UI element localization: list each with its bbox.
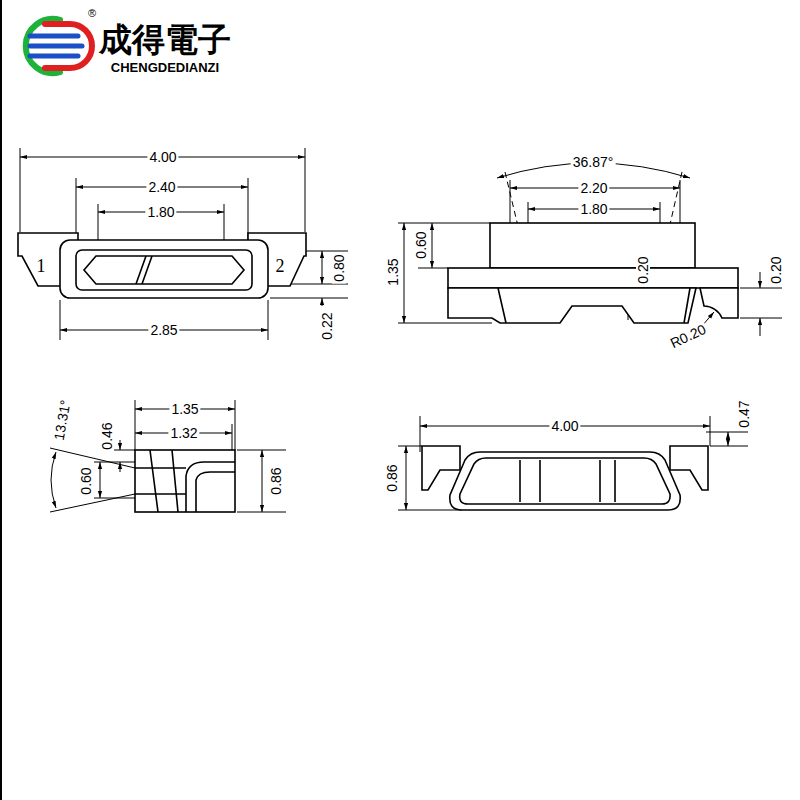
dimension-text: 2.40	[146, 180, 177, 194]
dimension-text: 0.20	[769, 254, 783, 285]
brand-name: 成得電子	[97, 23, 233, 56]
dimension-text: 0.86	[385, 462, 399, 493]
dimension-text: 1.35	[386, 256, 400, 287]
dimension-text: 1.80	[145, 205, 176, 219]
dimension-text: 1.80	[578, 202, 609, 216]
angle-text: 13.31°	[51, 397, 73, 443]
dimension-text: 0.80	[332, 252, 346, 283]
top-view	[18, 148, 348, 340]
pin-number: 1	[35, 257, 48, 275]
logo-icon	[26, 19, 92, 73]
pin-number: 2	[274, 257, 287, 275]
bottom-view	[398, 416, 748, 510]
dimension-text: 4.00	[147, 150, 178, 164]
dimension-text: 1.32	[168, 426, 199, 440]
dimension-text: 0.22	[320, 310, 334, 341]
dimension-text: 2.20	[578, 181, 609, 195]
radius-text: R0.20	[666, 321, 709, 351]
front-view	[398, 163, 782, 336]
dimension-text: 0.86	[269, 465, 283, 496]
dimension-text: 0.60	[414, 229, 428, 260]
brand-latin: CHENGDEDIANZI	[109, 61, 221, 74]
side-view	[50, 400, 286, 512]
dimension-text: 0.20	[636, 254, 650, 285]
dimension-text: 0.47	[737, 398, 751, 429]
sheet-border	[0, 0, 2, 800]
dimension-text: 0.60	[79, 465, 93, 496]
dimension-text: 4.00	[549, 419, 580, 433]
dimension-text: 1.35	[169, 402, 200, 416]
angle-text: 36.87°	[571, 155, 616, 169]
dimension-text: 2.85	[148, 323, 179, 337]
dimension-text: 0.46	[100, 420, 114, 451]
registered-mark: ®	[86, 8, 98, 19]
